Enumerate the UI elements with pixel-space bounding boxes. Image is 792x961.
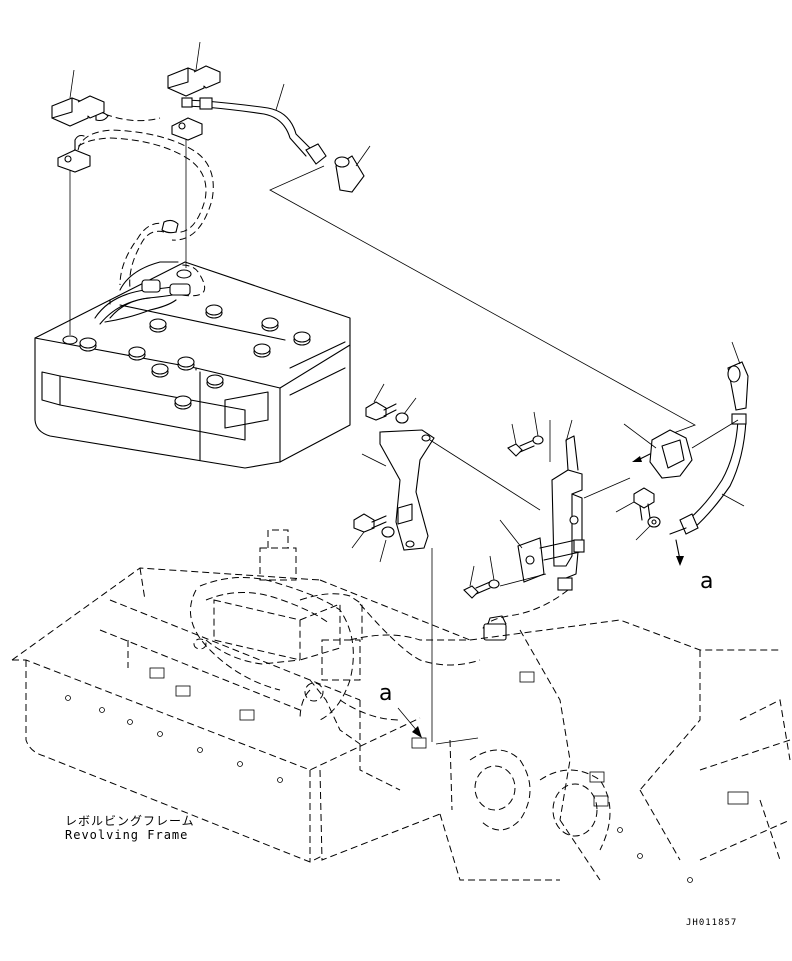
switch-bracket — [499, 519, 585, 591]
leader-to-relay — [269, 165, 696, 439]
terminal-clamp-right — [171, 117, 203, 141]
battery-relay — [623, 419, 739, 479]
relay-washer — [635, 516, 661, 541]
revolving-frame — [11, 567, 791, 883]
reference-marker-right: a — [700, 569, 714, 594]
marker-arrow-left-line — [397, 707, 419, 733]
relay-cable — [669, 413, 747, 566]
frame-label-japanese: レボルビングフレーム — [65, 814, 195, 828]
drawing-number: JH011857 — [686, 918, 738, 928]
battery-assembly — [34, 261, 351, 469]
relay-boot — [727, 341, 749, 411]
bracket-left — [361, 429, 541, 740]
cell-caps — [79, 304, 311, 410]
cable-boot — [334, 145, 371, 193]
frame-label-english: Revolving Frame — [65, 828, 189, 842]
battery-cables — [69, 109, 214, 335]
wiring-harness — [189, 529, 481, 745]
bolt-c — [507, 411, 544, 457]
bolt-b — [351, 513, 395, 563]
battery-positive-cable — [181, 83, 327, 165]
bolt-d — [463, 555, 547, 599]
harness-connector — [483, 615, 507, 641]
relay-bolt — [615, 487, 655, 521]
terminal-clamp-left — [57, 134, 91, 173]
bracket-right — [549, 419, 631, 567]
terminal-cover-2 — [167, 41, 221, 97]
marker-arrow-left-head — [412, 726, 422, 738]
terminal-cover-1 — [51, 69, 105, 127]
bolt-a — [365, 383, 417, 424]
reference-marker-left: a — [379, 681, 393, 706]
